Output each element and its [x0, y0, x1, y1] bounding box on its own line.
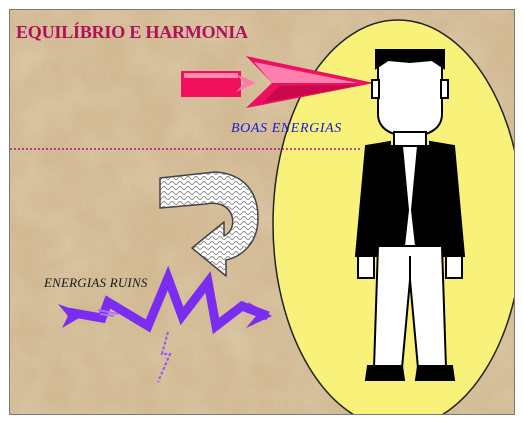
zigzag-bolt-icon	[58, 265, 272, 383]
bad-energy-label: ENERGIAS RUINS	[44, 275, 148, 290]
good-energy-label: BOAS ENERGIAS	[231, 121, 342, 136]
pink-arrow-icon	[181, 56, 374, 108]
curved-arrow-icon	[159, 171, 259, 277]
illustration	[10, 19, 514, 414]
parchment-background: EQUILÍBRIO E HARMONIA BOAS ENERGIAS ENER…	[9, 9, 515, 415]
page-title: EQUILÍBRIO E HARMONIA	[16, 22, 248, 42]
man-in-vest-icon	[354, 49, 466, 381]
